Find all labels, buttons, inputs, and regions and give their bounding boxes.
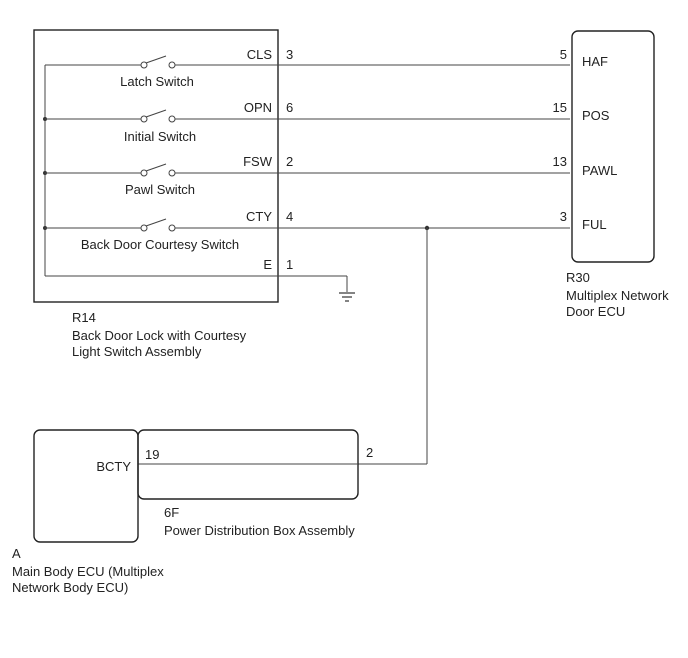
- r30-pin-5: 5: [560, 47, 567, 62]
- latch-switch: [45, 55, 570, 69]
- r30-terminal-ful: FUL: [582, 217, 607, 232]
- r30-terminal-pawl: PAWL: [582, 163, 617, 178]
- r14-terminal-cty: CTY: [246, 209, 272, 224]
- initial-switch: [45, 109, 570, 123]
- r14-pin-1: 1: [286, 257, 293, 272]
- junction-pin-2: 2: [366, 445, 373, 460]
- r14-terminal-opn: OPN: [244, 100, 272, 115]
- r14-pin-2: 2: [286, 154, 293, 169]
- main-ecu-name-line2: Network Body ECU): [12, 580, 128, 595]
- r30-name-line1: Multiplex Network: [566, 288, 669, 303]
- r30-pin-13: 13: [553, 154, 567, 169]
- r30-component-box: [571, 30, 655, 263]
- junction-name: Power Distribution Box Assembly: [164, 523, 355, 538]
- r14-pin-4: 4: [286, 209, 293, 224]
- junction-connector-code: 6F: [164, 505, 179, 520]
- r14-terminal-e: E: [263, 257, 272, 272]
- ground-icon: [339, 292, 355, 302]
- r30-terminal-haf: HAF: [582, 54, 608, 69]
- r30-terminal-pos: POS: [582, 108, 610, 123]
- main-body-ecu-box: [33, 429, 139, 543]
- back-door-courtesy-switch: [45, 218, 570, 232]
- pawl-switch: [45, 163, 570, 177]
- r30-pin-3: 3: [560, 209, 567, 224]
- r14-component-box: [33, 29, 279, 303]
- r30-pin-15: 15: [553, 100, 567, 115]
- r14-terminal-fsw: FSW: [243, 154, 273, 169]
- cty-branch-wire: [358, 228, 428, 465]
- r14-name-line1: Back Door Lock with Courtesy: [72, 328, 247, 343]
- main-ecu-terminal-bcty: BCTY: [96, 459, 131, 474]
- ground-wire: [45, 275, 348, 292]
- r14-pin-3: 3: [286, 47, 293, 62]
- latch-switch-label: Latch Switch: [120, 74, 194, 89]
- r14-code: R14: [72, 310, 96, 325]
- initial-switch-label: Initial Switch: [124, 129, 196, 144]
- r14-name-line2: Light Switch Assembly: [72, 344, 202, 359]
- main-ecu-name-line1: Main Body ECU (Multiplex: [12, 564, 164, 579]
- r30-name-line2: Door ECU: [566, 304, 625, 319]
- courtesy-switch-label: Back Door Courtesy Switch: [81, 237, 239, 252]
- main-ecu-code: A: [12, 546, 21, 561]
- r14-pin-6: 6: [286, 100, 293, 115]
- pawl-switch-label: Pawl Switch: [125, 182, 195, 197]
- junction-pin-19: 19: [145, 447, 159, 462]
- r14-terminal-cls: CLS: [247, 47, 273, 62]
- r30-code: R30: [566, 270, 590, 285]
